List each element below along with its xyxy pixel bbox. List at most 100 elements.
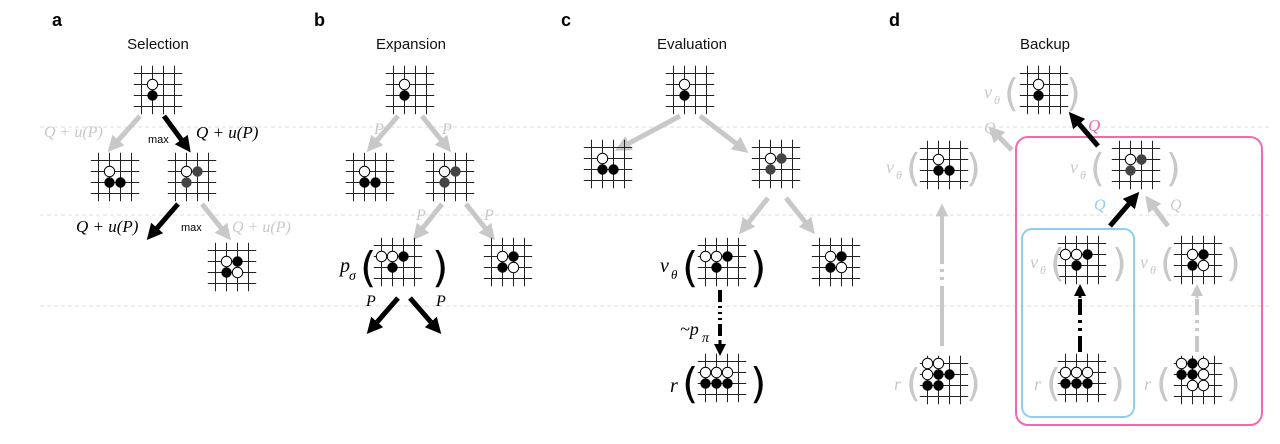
white-stone bbox=[932, 153, 945, 166]
label-p: P bbox=[373, 121, 384, 138]
label-q-plus-u: Q + u(P) bbox=[76, 217, 139, 236]
paren-left: ( bbox=[682, 359, 698, 408]
label-q: Q bbox=[1170, 197, 1182, 214]
dark-stone bbox=[776, 153, 787, 164]
black-stone bbox=[398, 251, 409, 262]
arrow-icon bbox=[420, 114, 451, 153]
paren-left: ( bbox=[1090, 146, 1105, 190]
label-theta: θ bbox=[994, 93, 1000, 107]
black-stone bbox=[1071, 378, 1082, 389]
white-stone bbox=[180, 165, 193, 178]
white-stone bbox=[358, 165, 371, 178]
board-icon bbox=[665, 65, 715, 115]
black-stone bbox=[933, 380, 944, 391]
board-icon bbox=[1057, 353, 1107, 403]
white-stone bbox=[1197, 259, 1210, 272]
label-theta: θ bbox=[1150, 263, 1156, 277]
arrow-icon bbox=[413, 202, 444, 241]
white-stone bbox=[835, 261, 848, 274]
arrow-icon bbox=[698, 114, 749, 153]
label-p: P bbox=[441, 121, 452, 138]
label-theta: θ bbox=[1080, 168, 1086, 182]
black-stone bbox=[359, 177, 370, 188]
white-stone bbox=[1070, 248, 1083, 261]
labels: Q + u(P) max Q + u(P) Q + u(P) max Q + u… bbox=[44, 71, 1241, 408]
board-icon bbox=[345, 152, 395, 202]
panel-a-letter: a bbox=[52, 10, 63, 30]
white-stone bbox=[596, 152, 609, 165]
arrow-icon bbox=[200, 202, 231, 241]
label-v: v bbox=[886, 157, 894, 177]
board-icon bbox=[919, 140, 969, 190]
white-stone bbox=[1186, 379, 1199, 392]
label-r: r bbox=[1034, 374, 1042, 394]
paren-right: ) bbox=[966, 361, 981, 405]
black-stone bbox=[1187, 358, 1198, 369]
board-icon bbox=[373, 237, 423, 287]
black-stone bbox=[933, 165, 944, 176]
board-icon bbox=[90, 152, 140, 202]
black-stone bbox=[1176, 369, 1187, 380]
white-stone bbox=[1059, 366, 1072, 379]
paren-left: ( bbox=[1050, 241, 1065, 285]
paren-right: ) bbox=[1226, 241, 1241, 285]
label-v: v bbox=[984, 82, 992, 102]
white-stone bbox=[146, 78, 159, 91]
black-stone bbox=[221, 267, 232, 278]
black-stone bbox=[387, 262, 398, 273]
arrow-icon bbox=[1108, 191, 1140, 228]
label-p: P bbox=[365, 293, 376, 310]
backup-blue-box bbox=[1021, 228, 1135, 418]
board-icon bbox=[583, 139, 633, 189]
black-stone bbox=[497, 262, 508, 273]
paren-right: ) bbox=[750, 243, 766, 292]
board-icon bbox=[483, 237, 533, 287]
white-stone bbox=[507, 261, 520, 274]
black-stone bbox=[700, 378, 711, 389]
panel-c-title: Evaluation bbox=[657, 36, 727, 53]
label-max: max bbox=[148, 134, 169, 146]
label-max: max bbox=[181, 222, 202, 234]
black-stone bbox=[147, 90, 158, 101]
white-stone bbox=[1032, 78, 1045, 91]
white-stone bbox=[721, 366, 734, 379]
paren-right: ) bbox=[750, 359, 766, 408]
paren-left: ( bbox=[906, 361, 921, 405]
white-stone bbox=[1197, 379, 1210, 392]
paren-left: ( bbox=[906, 146, 921, 190]
white-stone bbox=[710, 250, 723, 263]
black-stone bbox=[944, 165, 955, 176]
board-icon bbox=[751, 139, 801, 189]
black-stone bbox=[1198, 249, 1209, 260]
white-stone bbox=[1175, 357, 1188, 370]
white-stone bbox=[220, 255, 233, 268]
arrow-icon bbox=[614, 113, 682, 151]
white-stone bbox=[1070, 366, 1083, 379]
label-q-plus-u: Q + u(P) bbox=[44, 124, 103, 141]
label-q: Q bbox=[1094, 197, 1106, 214]
paren-right: ) bbox=[1066, 71, 1081, 115]
label-v: v bbox=[660, 255, 669, 277]
boards bbox=[90, 65, 1223, 405]
paren-right: ) bbox=[1110, 361, 1125, 405]
paren-right: ) bbox=[1112, 241, 1127, 285]
white-stone bbox=[699, 250, 712, 263]
arrow-icon bbox=[408, 296, 442, 335]
white-stone bbox=[1197, 357, 1210, 370]
paren-left: ( bbox=[360, 243, 376, 292]
board-icon bbox=[697, 237, 747, 287]
dark-stone bbox=[765, 164, 776, 175]
label-r: r bbox=[894, 374, 902, 394]
arrow-icon bbox=[161, 114, 191, 153]
white-stone bbox=[231, 266, 244, 279]
board-icon bbox=[1173, 235, 1223, 285]
label-pi: π bbox=[702, 331, 710, 346]
arrow-icon bbox=[107, 114, 142, 152]
black-stone bbox=[711, 262, 722, 273]
label-q-plus-u: Q + u(P) bbox=[232, 219, 291, 236]
board-icon bbox=[133, 65, 183, 115]
black-stone bbox=[232, 256, 243, 267]
label-sim-p: ~p bbox=[680, 319, 699, 339]
paren-right: ) bbox=[966, 146, 981, 190]
white-stone bbox=[678, 78, 691, 91]
